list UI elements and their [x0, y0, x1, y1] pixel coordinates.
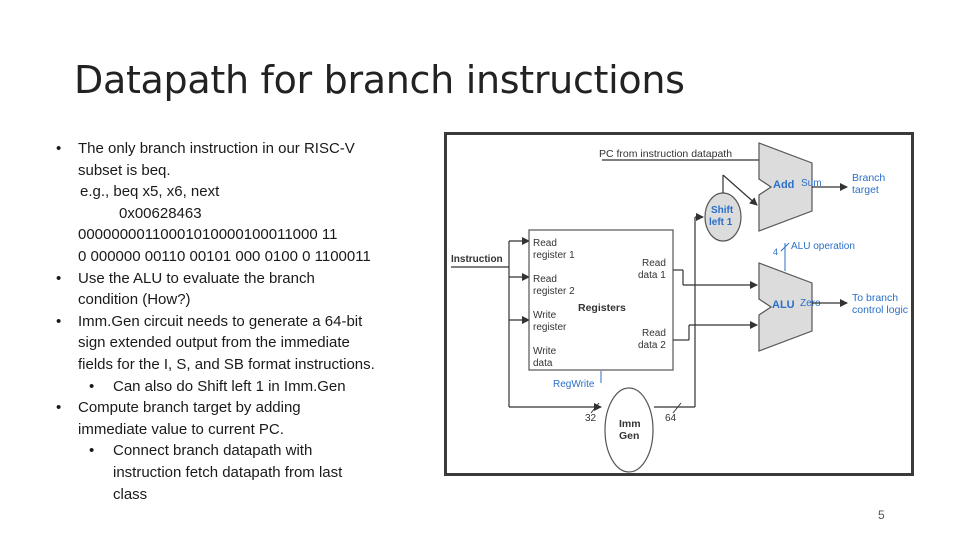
- shift-label-2: left 1: [709, 217, 733, 228]
- bits-in-label: 32: [585, 413, 597, 424]
- read-data1-label-1: Read: [642, 258, 666, 269]
- zero-label: Zero: [800, 298, 821, 309]
- control-label-2: control logic: [852, 304, 908, 316]
- read-reg1-label-2: register 1: [533, 250, 575, 261]
- bullet-icon: •: [56, 140, 62, 157]
- pc-label: PC from instruction datapath: [599, 148, 732, 160]
- datapath-svg: PC from instruction datapath Add Sum Bra…: [451, 142, 908, 473]
- sub-bullet-continuation: class: [113, 485, 148, 503]
- example-hex: 0x00628463: [119, 204, 202, 222]
- branch-datapath-diagram: PC from instruction datapath Add Sum Bra…: [444, 132, 914, 476]
- shift-to-add-wire: [722, 174, 758, 206]
- bullet-icon: •: [89, 442, 95, 460]
- imm-label-2: Gen: [619, 430, 639, 442]
- alu-label: ALU: [772, 299, 795, 311]
- alu-unit: [758, 262, 813, 352]
- read-reg1-label-1: Read: [533, 238, 557, 249]
- bullet-item: •Imm.Gen circuit needs to generate a 64-…: [52, 311, 432, 333]
- registers-label: Registers: [578, 302, 626, 314]
- control-label-1: To branch: [852, 292, 898, 304]
- instruction-label: Instruction: [451, 254, 503, 265]
- page-number: 5: [878, 508, 885, 522]
- read-data2-label-2: data 2: [638, 340, 666, 351]
- bullet-continuation: fields for the I, S, and SB format instr…: [78, 355, 375, 373]
- bullet-item: •The only branch instruction in our RISC…: [52, 138, 432, 160]
- imm-label-1: Imm: [619, 418, 641, 430]
- write-reg-label-2: register: [533, 322, 567, 333]
- alu-op-label: ALU operation: [791, 241, 855, 252]
- write-data-label-1: Write: [533, 346, 557, 357]
- add-unit: [758, 142, 813, 232]
- bullet-icon: •: [56, 399, 62, 417]
- regwrite-label: RegWrite: [553, 379, 595, 390]
- bits-out-slash: [672, 402, 682, 414]
- sum-label: Sum: [801, 178, 822, 189]
- add-label: Add: [773, 179, 794, 191]
- read-data2-label-1: Read: [642, 328, 666, 339]
- imm-gen-unit: [604, 387, 654, 473]
- bullet-icon: •: [56, 269, 62, 287]
- bits-out-label: 64: [665, 413, 677, 424]
- bullet-continuation: immediate value to current PC.: [78, 420, 284, 438]
- bullet-list: •The only branch instruction in our RISC…: [52, 138, 432, 505]
- sub-bullet-item: •Can also do Shift left 1 in Imm.Gen: [52, 376, 432, 398]
- read-reg2-label-2: register 2: [533, 286, 575, 297]
- bullet-icon: •: [56, 312, 62, 330]
- bits-in-slash: [590, 402, 600, 414]
- sub-bullet-item: •Connect branch datapath with: [52, 440, 432, 462]
- read-data1-label-2: data 1: [638, 270, 666, 281]
- branch-target-label-2: target: [852, 184, 879, 196]
- bullet-item: •Compute branch target by adding: [52, 397, 432, 419]
- bullet-continuation: condition (How?): [78, 291, 191, 309]
- alu-op-number: 4: [773, 247, 778, 257]
- registers-box: [528, 229, 674, 371]
- bullet-icon: •: [89, 377, 95, 395]
- bullet-item: •Use the ALU to evaluate the branch: [52, 268, 432, 290]
- example-binary-fields: 0 000000 00110 00101 000 0100 0 1100011: [78, 247, 371, 265]
- read-reg2-label-1: Read: [533, 274, 557, 285]
- bullet-continuation: subset is beq.: [78, 161, 171, 179]
- branch-target-label-1: Branch: [852, 172, 885, 184]
- sub-bullet-continuation: instruction fetch datapath from last: [113, 463, 343, 481]
- example-binary: 00000000110001010000100011000 11: [78, 226, 338, 244]
- bullet-continuation: sign extended output from the immediate: [78, 334, 350, 352]
- write-reg-label-1: Write: [533, 310, 557, 321]
- write-data-label-2: data: [533, 358, 553, 369]
- shift-label-1: Shift: [711, 205, 734, 216]
- slide-title: Datapath for branch instructions: [74, 58, 685, 102]
- example-line: e.g., beq x5, x6, next: [80, 183, 220, 201]
